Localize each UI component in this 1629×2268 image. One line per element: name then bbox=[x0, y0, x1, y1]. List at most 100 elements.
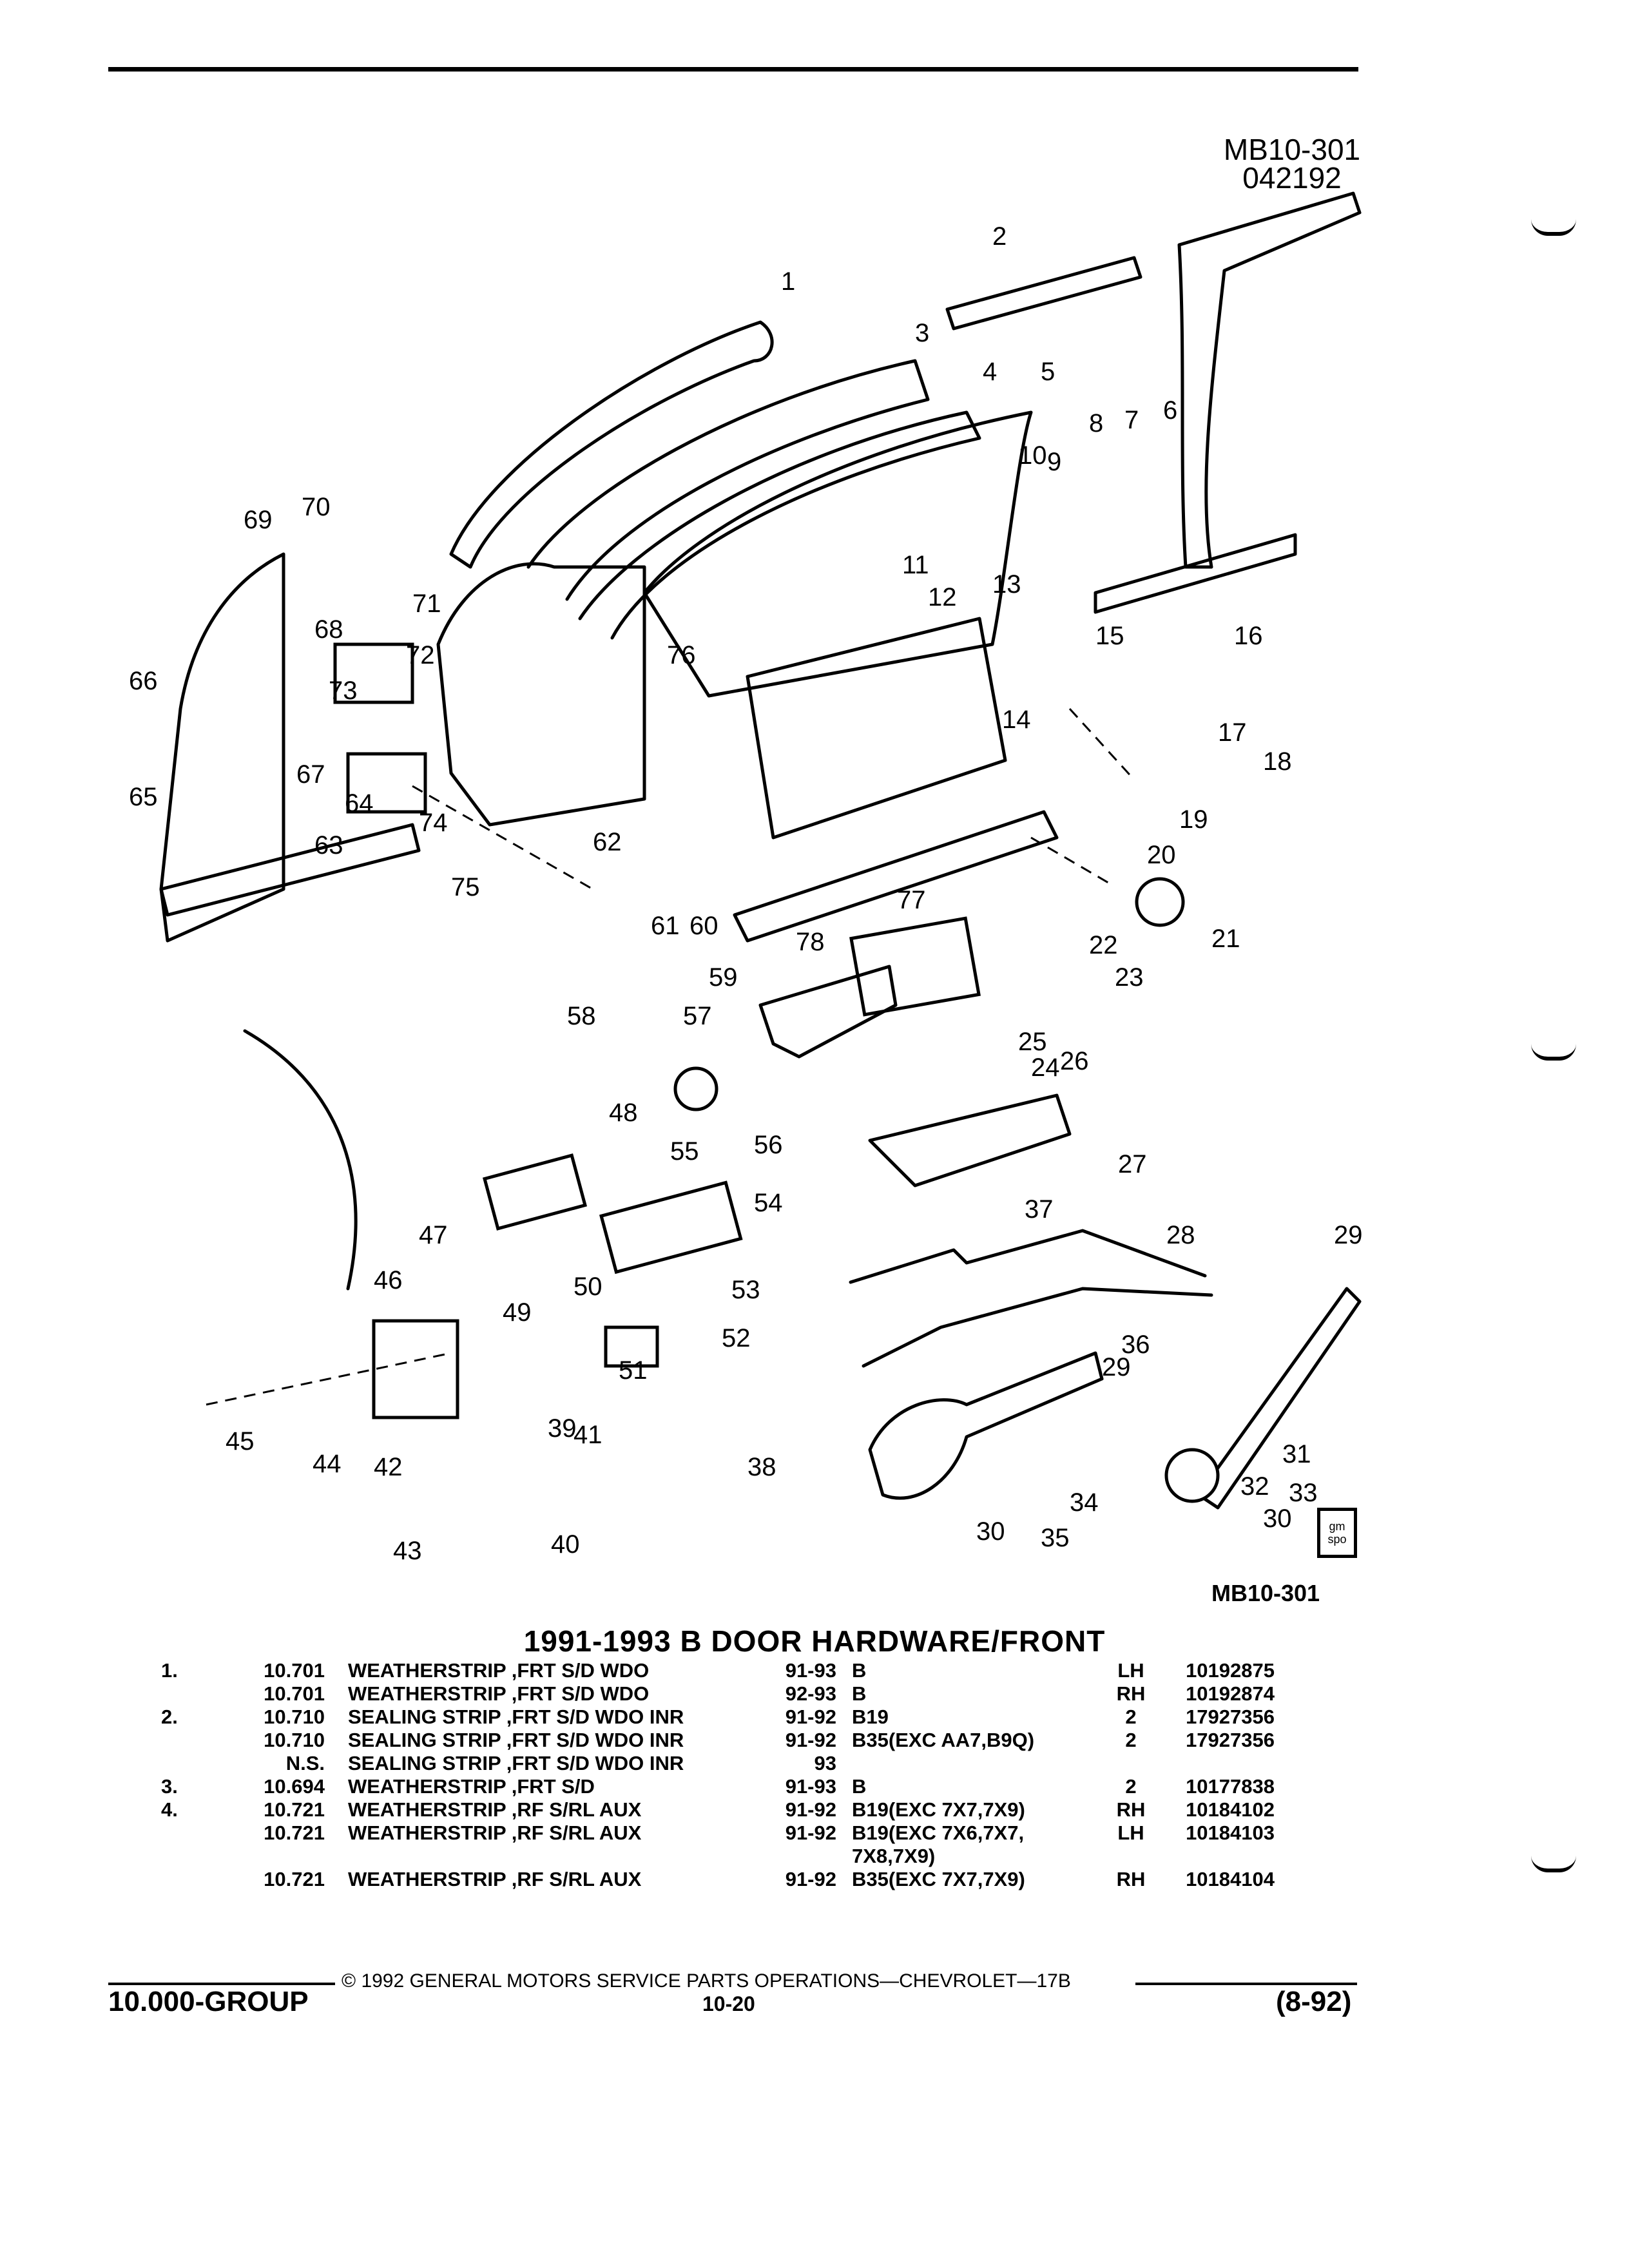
callout-label: 78 bbox=[796, 928, 825, 956]
callout-label: 42 bbox=[374, 1453, 403, 1481]
callout-label: 60 bbox=[689, 912, 718, 940]
impact-bar bbox=[868, 1093, 1072, 1187]
outside-handle bbox=[599, 1180, 743, 1274]
parts-cell-application: B19(EXC 7X7,7X9) bbox=[852, 1798, 1025, 1821]
callout-label: 45 bbox=[226, 1427, 255, 1456]
callout-label: 66 bbox=[129, 667, 158, 695]
callout-label: 33 bbox=[1289, 1479, 1318, 1507]
callout-label: 51 bbox=[619, 1356, 648, 1385]
callout-label: 48 bbox=[609, 1099, 638, 1127]
parts-cell-application bbox=[844, 1752, 1103, 1775]
callout-label: 70 bbox=[302, 493, 331, 521]
callout-label: 20 bbox=[1147, 841, 1176, 869]
callout-label: 36 bbox=[1121, 1331, 1150, 1359]
callout-label: 72 bbox=[406, 641, 435, 669]
sealing-strip bbox=[945, 256, 1142, 331]
diagram-id-date: 042192 bbox=[1242, 161, 1342, 195]
lock-rod-35 bbox=[862, 1287, 1213, 1368]
parts-cell-no bbox=[161, 1821, 228, 1868]
callout-label: 22 bbox=[1089, 931, 1118, 959]
callout-label: 1 bbox=[781, 267, 795, 296]
callout-label: 46 bbox=[374, 1266, 403, 1294]
lock-actuator bbox=[849, 916, 981, 1017]
callout-label: 67 bbox=[296, 760, 325, 789]
parts-cell-group: 10.701 bbox=[264, 1682, 325, 1705]
callout-label: 77 bbox=[897, 886, 926, 914]
parts-cell-application: B bbox=[852, 1659, 867, 1682]
callout-label: 34 bbox=[1070, 1488, 1099, 1517]
parts-cell-desc: WEATHERSTRIP ,FRT S/D WDO bbox=[348, 1659, 650, 1682]
callout-label: 9 bbox=[1047, 448, 1061, 476]
parts-cell-desc: WEATHERSTRIP ,RF S/RL AUX bbox=[348, 1798, 642, 1821]
figure-reference: MB10-301 bbox=[1211, 1580, 1320, 1606]
window-regulator-arm bbox=[1197, 1287, 1362, 1510]
callout-label: 21 bbox=[1211, 925, 1240, 953]
parts-cell-qty: RH bbox=[1116, 1798, 1146, 1821]
callout-label: 53 bbox=[731, 1276, 760, 1304]
assembly-leader bbox=[412, 785, 593, 890]
rear-body-arc bbox=[243, 1029, 358, 1291]
parts-cell-part-no: 17927356 bbox=[1186, 1706, 1275, 1728]
weatherstrip-outer bbox=[449, 320, 774, 569]
callout-label: 43 bbox=[393, 1537, 422, 1565]
parts-cell-years: 92-93 bbox=[785, 1682, 836, 1705]
parts-cell-desc: WEATHERSTRIP ,RF S/RL AUX bbox=[348, 1821, 642, 1844]
weatherstrip-frame bbox=[526, 359, 930, 601]
callout-label: 26 bbox=[1060, 1047, 1089, 1075]
callout-label: 19 bbox=[1179, 805, 1208, 834]
parts-cell-no: 1. bbox=[161, 1659, 178, 1682]
parts-cell-qty: RH bbox=[1116, 1682, 1146, 1705]
callout-label: 57 bbox=[683, 1002, 712, 1030]
front-body bbox=[159, 552, 285, 943]
callout-label: 4 bbox=[983, 358, 997, 386]
parts-cell-part-no: 10177838 bbox=[1186, 1775, 1275, 1798]
parts-cell-years: 91-92 bbox=[785, 1706, 836, 1728]
callout-label: 12 bbox=[928, 583, 957, 611]
scan-mark bbox=[1531, 219, 1576, 236]
parts-cell-qty: 2 bbox=[1125, 1706, 1137, 1728]
callout-label: 25 bbox=[1018, 1028, 1047, 1056]
callout-label: 75 bbox=[451, 873, 480, 901]
parts-cell-no bbox=[161, 1682, 228, 1706]
callout-label: 31 bbox=[1282, 1440, 1311, 1468]
parts-cell-years: 91-92 bbox=[785, 1821, 836, 1844]
parts-cell-qty: 2 bbox=[1125, 1729, 1137, 1751]
parts-cell-no bbox=[161, 1752, 228, 1775]
parts-cell-desc: SEALING STRIP ,FRT S/D WDO INR bbox=[348, 1729, 684, 1751]
footer-rule bbox=[1135, 1983, 1357, 1985]
callout-label: 41 bbox=[574, 1421, 602, 1449]
top-rule bbox=[108, 67, 1358, 72]
callout-label: 30 bbox=[976, 1517, 1005, 1546]
callout-label: 71 bbox=[412, 590, 441, 618]
parts-cell-part-no: 10184104 bbox=[1186, 1868, 1275, 1890]
callout-label: 55 bbox=[670, 1137, 699, 1166]
parts-cell-years: 91-92 bbox=[785, 1798, 836, 1821]
parts-cell-years: 91-93 bbox=[785, 1775, 836, 1798]
callout-label: 39 bbox=[548, 1414, 577, 1443]
parts-cell-desc: SEALING STRIP ,FRT S/D WDO INR bbox=[348, 1706, 684, 1728]
lower-hinge bbox=[346, 752, 427, 814]
callout-label: 47 bbox=[419, 1221, 448, 1249]
parts-cell-desc: SEALING STRIP ,FRT S/D WDO INR bbox=[348, 1752, 684, 1774]
callout-label: 6 bbox=[1163, 396, 1177, 425]
callout-label: 15 bbox=[1095, 622, 1124, 650]
callout-label: 11 bbox=[902, 551, 929, 579]
callout-label: 40 bbox=[551, 1530, 580, 1559]
regulator-motor bbox=[1164, 1448, 1220, 1503]
door-glass bbox=[642, 410, 1033, 698]
parts-cell-no: 3. bbox=[161, 1775, 178, 1798]
revision-date: (8-92) bbox=[1276, 1986, 1352, 2017]
parts-cell-group: 10.694 bbox=[264, 1775, 325, 1798]
parts-cell-qty: LH bbox=[1117, 1659, 1144, 1682]
assembly-leader bbox=[1068, 707, 1135, 781]
parts-cell-qty: 2 bbox=[1125, 1775, 1137, 1798]
callout-label: 50 bbox=[574, 1273, 602, 1301]
assembly-leader bbox=[1030, 836, 1109, 884]
callout-label: 56 bbox=[754, 1131, 783, 1159]
